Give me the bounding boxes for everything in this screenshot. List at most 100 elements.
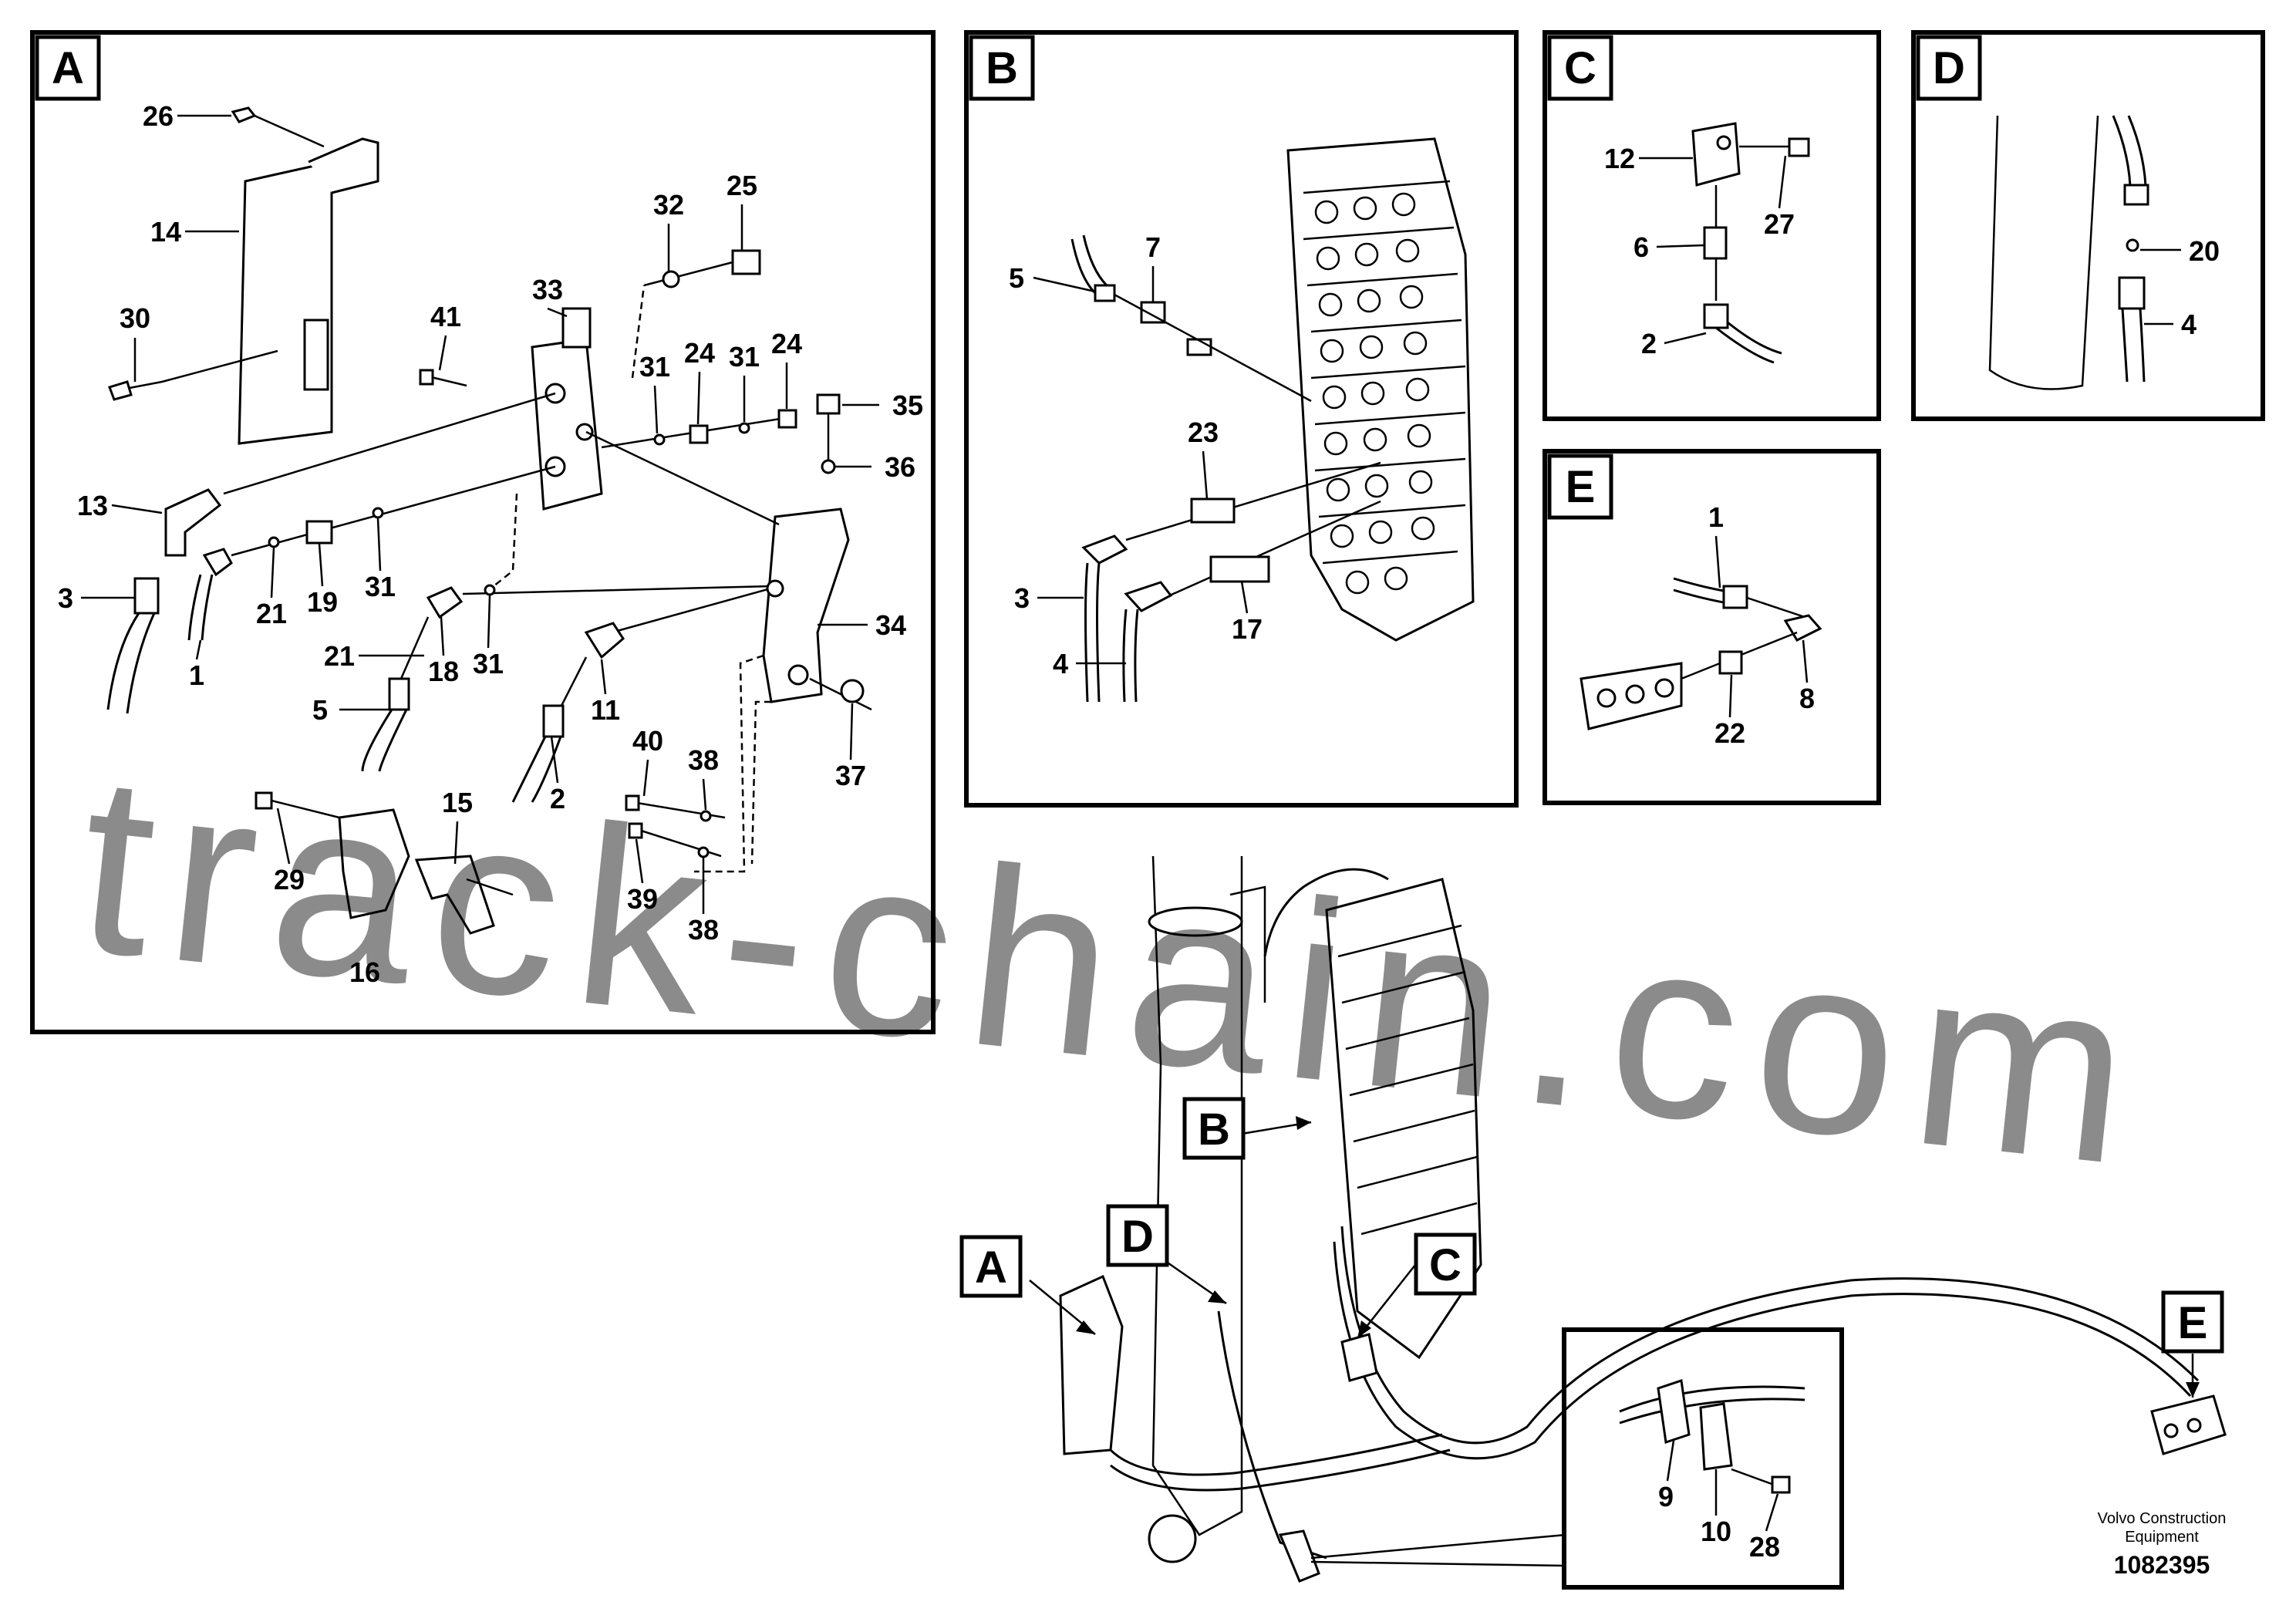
panel-b-letter-box [969,35,1035,101]
hose-nut-5 [388,677,410,711]
callout: 9 [1658,1481,1674,1512]
hose-nut-3 [133,577,160,615]
overview-tag-e: E [2178,1298,2208,1348]
callout: 20 [2189,235,2220,267]
overview-hose-e2 [1333,1241,2192,1460]
callouts-panel-d: 20 4 [2140,235,2220,340]
clamp-15 [414,855,495,935]
overview-fitting-c [1340,1333,1378,1382]
plug-35 [816,393,841,415]
seal-21a [268,536,280,548]
adapter-23 [1190,497,1236,524]
callout: 16 [349,956,380,988]
callout: 4 [1053,648,1068,679]
panel-b: B [964,30,1519,808]
bolt-41 [419,369,434,386]
brand-line-1: Volvo Construction [2098,1510,2227,1527]
bolt-29 [255,791,273,810]
elbow-13 [164,488,222,557]
callout: 24 [771,328,802,359]
hose-d4 [2121,308,2146,383]
elbow-11 [584,622,625,659]
panel-e-letter-box [1547,454,1613,520]
footer-brand: Volvo Construction Equipment 1082395 [2098,1510,2227,1579]
document-number: 1082395 [2114,1551,2210,1579]
callout: 28 [1749,1531,1780,1563]
elbow-b4 [1124,581,1173,612]
callout: 8 [1799,683,1815,714]
callouts-panel-c: 12 27 6 2 [1604,143,1795,359]
hose-3 [106,612,156,714]
plug-24a [689,424,709,444]
leaders-panel-a [81,114,879,914]
hose-5 [361,709,408,772]
hose-b4 [1122,609,1139,703]
panel-d: D [1911,30,2265,421]
overview-tag-a: A [975,1243,1007,1293]
panel-e: E [1542,449,1881,805]
bolt-28 [1771,1475,1791,1494]
brand-line-2: Equipment [2125,1529,2199,1546]
callout: 36 [885,451,915,483]
callout: 29 [274,864,305,895]
seal-20 [2126,238,2139,252]
callout: 4 [2181,309,2197,340]
callouts-panel-a: 26 14 30 32 25 33 41 31 24 31 24 35 36 1… [58,100,923,988]
fitting-e1 [1722,585,1748,609]
plug-24b [777,409,797,429]
fitting-d-top [2123,184,2149,206]
valve-cap-33 [561,307,592,349]
plug-25 [731,249,761,275]
fitting-d4 [2118,276,2146,310]
callout: 26 [143,100,174,132]
callout: 2 [1641,328,1657,359]
callout: 38 [688,914,719,946]
block-12-port [1716,135,1731,150]
bracket-plate-14 [238,160,333,445]
callout: 39 [627,883,658,915]
elbow-b3 [1081,534,1128,565]
callout: 32 [653,189,684,221]
overview-tag-b: B [1198,1104,1230,1155]
seal-31d [484,584,496,596]
seal-31a [653,433,666,446]
clamp-9 [1657,1379,1691,1444]
fitting-c2 [1703,303,1729,329]
callout: 10 [1701,1516,1731,1547]
callout: 1 [1708,501,1724,533]
overview-tag-b-box [1182,1097,1246,1160]
callout: 1 [189,659,204,691]
callout: 31 [473,648,504,679]
watermark: track-chain.com [68,720,2160,1219]
bracket-hole-34b [787,664,809,686]
overview-clamp [1278,1529,1320,1583]
overview-tag-c: C [1429,1240,1462,1290]
panel-c-letter: C [1564,43,1596,93]
callout: 22 [1714,717,1745,749]
callout: 38 [688,744,719,776]
elbow-18 [426,586,464,619]
panel-a-letter: A [52,43,84,93]
panel-c-letter-box [1547,35,1613,101]
hose-nut-2 [542,704,565,738]
overview-tags: B A D C E [959,1097,2224,1354]
overview-hose-a2 [1110,1448,1451,1492]
adapter-b-small [1186,338,1212,356]
hose-c2 [1715,321,1782,364]
seal-36 [821,459,836,474]
callout: 34 [875,609,906,641]
overview-hose-top [1263,868,1389,957]
callout: 13 [77,490,108,521]
callout: 25 [727,170,757,201]
fitting-b5 [1094,284,1116,302]
callout: 5 [312,694,328,726]
overview-tag-e-box [2161,1290,2224,1354]
callout: 6 [1633,231,1649,263]
bracket-block-14 [303,319,329,391]
callout: 37 [835,760,866,791]
detail-hoses [1619,1385,1805,1425]
callout: 3 [1014,582,1030,614]
callout: 31 [365,571,396,602]
callout: 23 [1188,416,1219,448]
